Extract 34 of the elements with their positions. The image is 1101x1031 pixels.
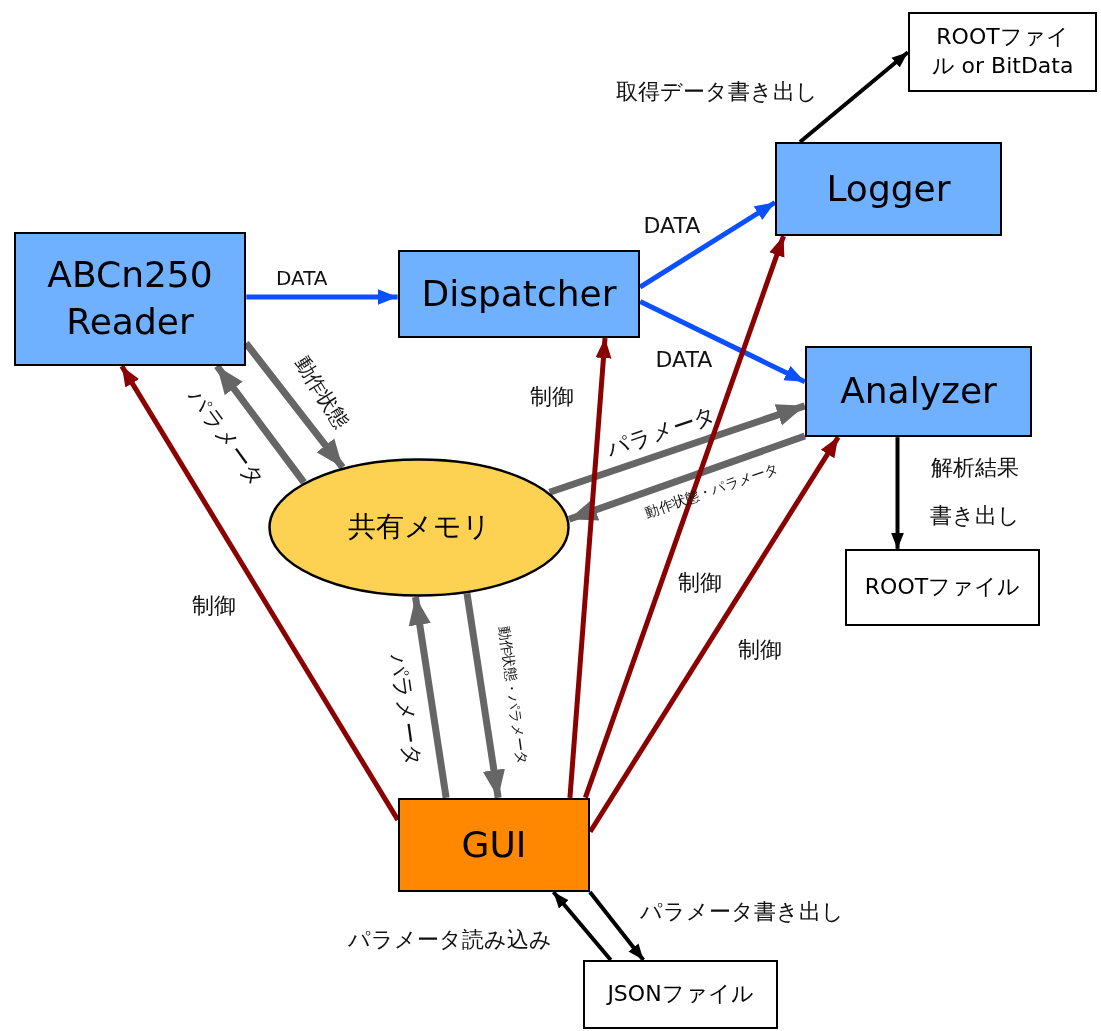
process-box — [398, 798, 590, 892]
process-box — [398, 250, 640, 338]
arrow — [548, 402, 806, 496]
node-label: 共有メモリ — [347, 509, 491, 546]
edge-label: パラメータ — [384, 650, 427, 771]
arrow — [588, 890, 645, 962]
file-box — [908, 12, 1097, 92]
edge-label: 動作状態 — [289, 350, 355, 434]
edge-label: パラメータ — [181, 383, 272, 494]
arrow — [408, 596, 450, 799]
arrow — [463, 593, 505, 799]
node-label: Analyzer — [840, 369, 997, 414]
file-box — [845, 549, 1040, 626]
file-box — [583, 960, 778, 1029]
node-label: Dispatcher — [421, 271, 617, 316]
node-label: ROOTファイル — [864, 573, 1021, 602]
arrow — [639, 299, 806, 385]
node-label: Logger — [826, 166, 951, 211]
arrow — [798, 50, 910, 144]
arrow — [246, 289, 398, 305]
process-box — [805, 346, 1032, 437]
process-box — [775, 142, 1002, 236]
node-label: ROOTファイル or BitData — [930, 23, 1075, 80]
arrow — [567, 432, 807, 523]
node-label: ABCn250 Reader — [46, 253, 214, 344]
arrow — [891, 437, 904, 549]
arrow — [567, 337, 612, 799]
node-label: JSONファイル — [607, 980, 754, 1009]
arrow — [119, 364, 400, 822]
node-label: GUI — [461, 822, 527, 867]
arrow — [583, 235, 786, 799]
process-box — [14, 232, 246, 366]
arrow — [551, 890, 613, 962]
edge-label: 動作状態・パラメータ — [494, 623, 532, 768]
